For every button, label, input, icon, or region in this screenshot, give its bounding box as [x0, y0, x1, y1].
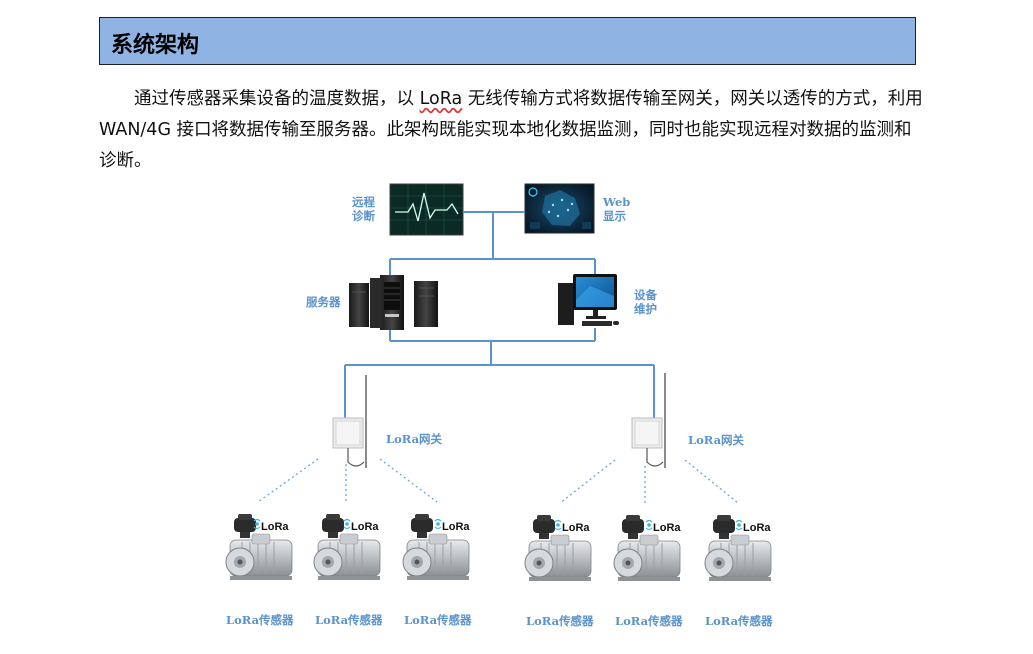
label-server: 服务器: [306, 295, 341, 309]
body-paragraph: 通过传感器采集设备的温度数据，以 LoRa 无线传输方式将数据传输至网关，网关以…: [99, 84, 925, 177]
label-sensor-5: LoRa传感器: [615, 614, 683, 628]
lora-logo-6: LoRa: [743, 522, 771, 534]
label-sensor-6: LoRa传感器: [705, 614, 773, 628]
label-sensor-4: LoRa传感器: [526, 614, 594, 628]
label-sensor-1: LoRa传感器: [226, 613, 294, 627]
lora-gateway-right-icon: [631, 373, 666, 468]
wireless-links: [257, 458, 739, 504]
desktop-pc-icon: [558, 274, 619, 326]
paragraph-text-1: 通过传感器采集设备的温度数据，以: [134, 89, 420, 109]
web-display-screen: [524, 183, 595, 234]
label-web-display: Web 显示: [603, 195, 631, 223]
lora-logo-3: LoRa: [442, 521, 470, 533]
remote-diagnosis-screen: [389, 183, 464, 236]
label-remote-diagnosis: 远程 诊断: [352, 195, 375, 223]
label-sensor-2: LoRa传感器: [315, 613, 383, 627]
paragraph-lora-word: LoRa: [419, 89, 463, 109]
network-lines: [344, 211, 655, 418]
label-gateway-right: LoRa网关: [688, 433, 745, 447]
lora-gateway-left-icon: [332, 375, 367, 468]
paragraph-text-2: 无线传输方式将数据传输至网关，网关以透传的方式，利用 WAN/4G 接口将数据传…: [99, 89, 923, 171]
section-header: 系统架构: [99, 17, 916, 65]
lora-logo-1: LoRa: [261, 521, 289, 533]
section-title: 系统架构: [111, 33, 200, 58]
lora-logo-2: LoRa: [351, 521, 379, 533]
label-sensor-3: LoRa传感器: [404, 613, 472, 627]
lora-logo-5: LoRa: [653, 522, 681, 534]
label-gateway-left: LoRa网关: [386, 432, 443, 446]
server-icon: [349, 275, 438, 330]
lora-logo-4: LoRa: [562, 522, 590, 534]
label-device-maintenance: 设备 维护: [634, 288, 657, 316]
